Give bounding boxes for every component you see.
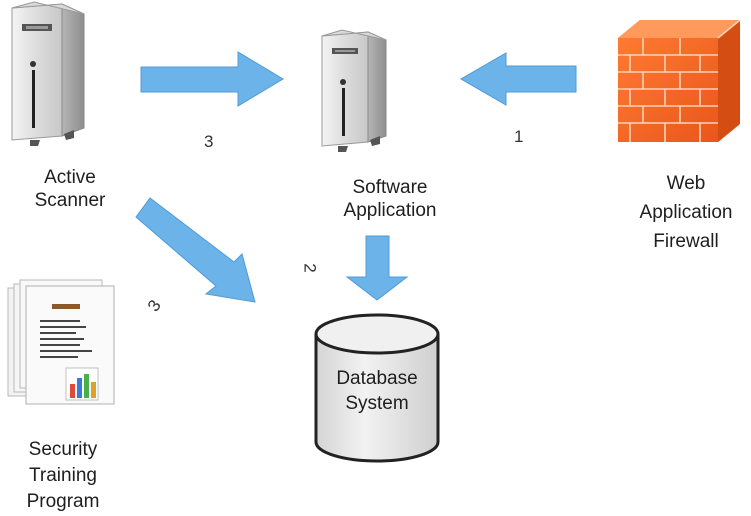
- web-application-firewall-label: Web Application Firewall: [639, 173, 733, 252]
- arrow-scanner-to-application: [140, 51, 284, 107]
- edge-label-scanner-to-application: 3: [204, 132, 214, 151]
- edge-label-firewall-to-application: 1: [514, 127, 524, 146]
- firewall-brick-wall-icon: [618, 19, 741, 142]
- active-scanner-server-icon: [11, 1, 85, 146]
- document-stack-icon: [7, 279, 115, 405]
- arrow-scanner-to-database: [135, 197, 256, 303]
- database-system-label: Database System: [336, 368, 418, 414]
- edge-label-application-to-database: 2: [300, 263, 320, 273]
- software-application-server-icon: [321, 29, 387, 152]
- software-application-label: Software Application: [343, 177, 437, 221]
- active-scanner-label: Active Scanner: [34, 167, 106, 211]
- arrow-firewall-to-application: [460, 52, 577, 106]
- security-training-program-label: Security Training Program: [26, 439, 100, 512]
- database-cylinder-icon: [314, 313, 440, 463]
- arrow-application-to-database: [345, 235, 409, 301]
